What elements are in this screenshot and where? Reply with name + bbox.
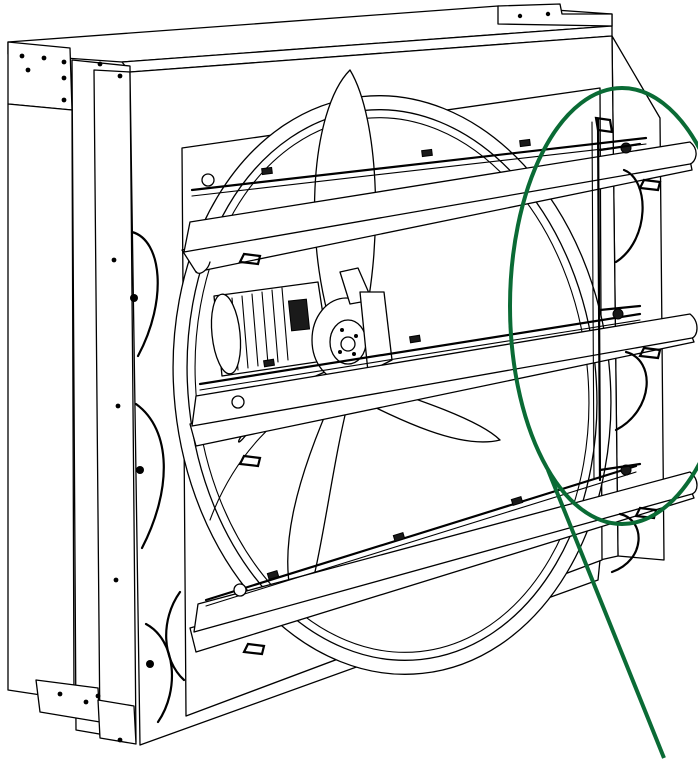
detail-callout [508,86,698,759]
shutter-louvers [181,141,698,656]
side-clips-left [130,230,186,724]
housing-bolts [19,11,551,743]
linkage-rods [190,136,648,607]
right-linkage [591,116,648,574]
callout-ellipse [508,86,698,526]
callout-leader-line [546,469,666,759]
